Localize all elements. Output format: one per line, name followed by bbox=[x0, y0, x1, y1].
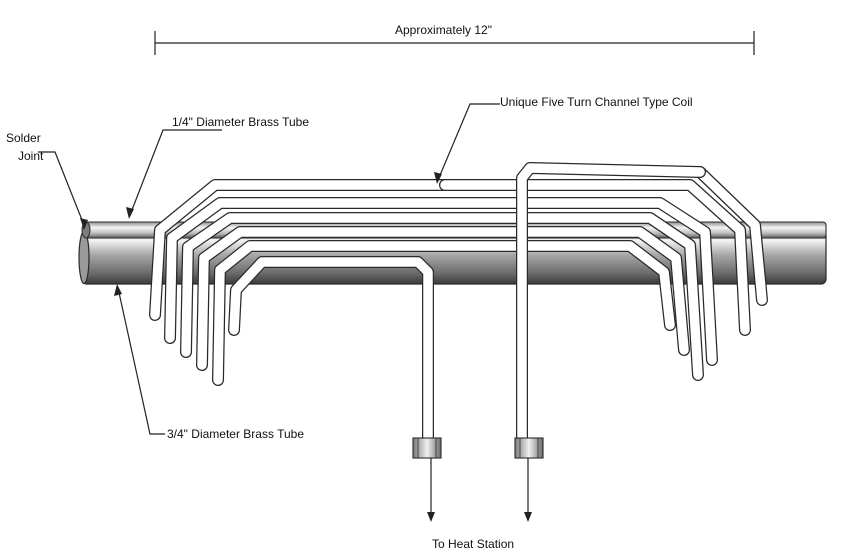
length-label: Approximately 12" bbox=[395, 23, 492, 37]
channel-coil bbox=[149, 162, 768, 446]
left-fitting bbox=[412, 437, 442, 459]
heat-station-label: To Heat Station bbox=[432, 537, 514, 551]
small-tube-label: 1/4" Diameter Brass Tube bbox=[172, 115, 309, 129]
dimension-line bbox=[154, 22, 755, 55]
large-tube-label: 3/4" Diameter Brass Tube bbox=[167, 427, 304, 441]
solder-label-line2: Joint bbox=[18, 149, 44, 163]
coil-label: Unique Five Turn Channel Type Coil bbox=[500, 95, 693, 109]
heat-station-arrows bbox=[427, 458, 532, 522]
solder-label-line1: Solder bbox=[6, 131, 41, 145]
leader-lines bbox=[38, 103, 500, 435]
right-fitting bbox=[514, 437, 544, 459]
